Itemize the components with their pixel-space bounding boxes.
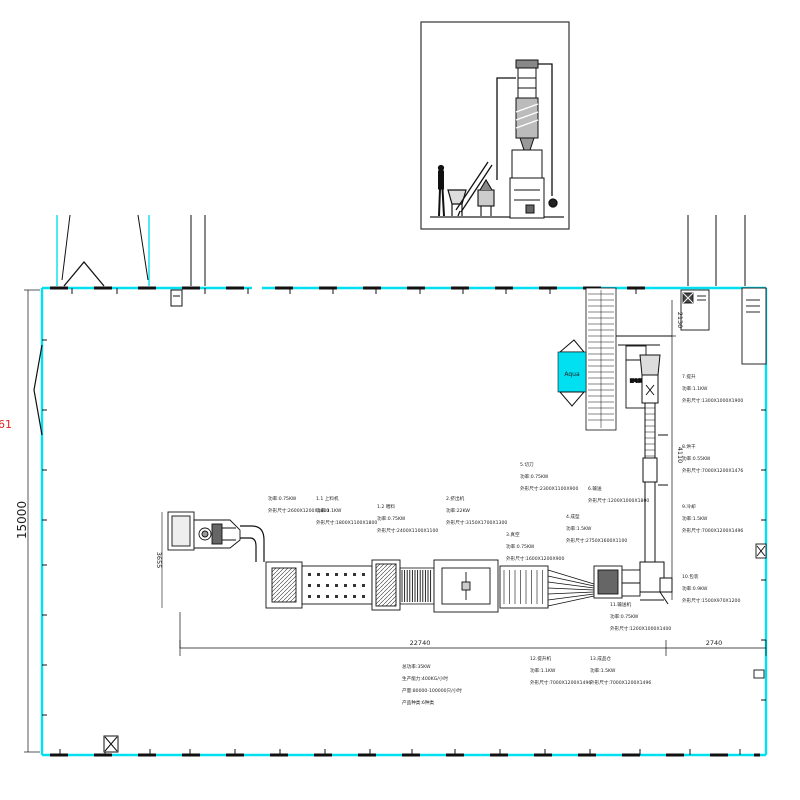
note-line: 7.提升 bbox=[682, 373, 696, 380]
note-line: 外形尺寸:1300X1000X1900 bbox=[682, 397, 743, 404]
note-line: 外形尺寸:3150X1700X1300 bbox=[446, 519, 507, 526]
bottom-left-box bbox=[103, 735, 119, 753]
note-line: 3.真空 bbox=[506, 531, 520, 538]
note-line: 11.输送机 bbox=[610, 601, 631, 608]
right-wall-items bbox=[753, 543, 767, 679]
note-line: 功率:1.1KW bbox=[530, 667, 556, 674]
dim-left-partial: 461 bbox=[0, 418, 12, 431]
note-line: 12.提升机 bbox=[530, 655, 551, 662]
note-line: 功率:0.9KW bbox=[682, 585, 708, 592]
note-line: 外形尺寸:1800X1100X1800 bbox=[316, 519, 377, 526]
feed-hopper bbox=[447, 189, 467, 216]
note-line: 外形尺寸:2750X1600X1100 bbox=[566, 537, 627, 544]
note-line: 1.2 喂料 bbox=[377, 503, 395, 510]
note-line: 1.1 上料机 bbox=[316, 495, 339, 502]
note-line: 功率:1.1KW bbox=[682, 385, 708, 392]
note-line: 产品种类:6种类 bbox=[402, 699, 434, 706]
extruder-dimension: 3655 bbox=[155, 512, 163, 608]
note-line: 外形尺寸:7000X1200X1496 bbox=[682, 527, 743, 534]
note-line: 外形尺寸:1600X1200X900 bbox=[506, 555, 564, 562]
wall-box-top bbox=[170, 289, 183, 307]
note-line: 功率:1.5KW bbox=[590, 667, 616, 674]
cooling-fins bbox=[399, 567, 435, 605]
note-line: 2.挤出机 bbox=[446, 495, 465, 502]
dim-right-top: 2130 bbox=[676, 312, 684, 329]
note-line: 外形尺寸:1200X1000X1400 bbox=[610, 625, 671, 632]
note-line: 总功率:35KW bbox=[402, 663, 431, 670]
note-line: 外形尺寸:2600X1200X1800 bbox=[268, 507, 329, 514]
upper-structure-lines bbox=[56, 214, 746, 287]
note-line: 功率:0.75KW bbox=[268, 495, 297, 502]
note-line: 外形尺寸:7000X1200X1476 bbox=[682, 467, 743, 474]
note-line: 6.输送 bbox=[588, 485, 602, 492]
note-line: 外形尺寸:7000X1200X1496 bbox=[590, 679, 651, 686]
note-line: 13.成品仓 bbox=[590, 655, 611, 662]
note-line: 5.切刀 bbox=[520, 461, 534, 468]
note-line: 外形尺寸:1200X1000X1800 bbox=[588, 497, 649, 504]
cyan-inlet: Aqua bbox=[557, 339, 587, 407]
note-line: 外形尺寸:7000X1200X1496 bbox=[530, 679, 591, 686]
note-line: 9.冷却 bbox=[682, 503, 696, 510]
note-line: 功率:0.55KW bbox=[682, 455, 711, 462]
note-line: 功率:1.5KW bbox=[682, 515, 708, 522]
top-right-equipment bbox=[680, 287, 767, 365]
note-line: 10.包装 bbox=[682, 573, 699, 580]
operator-figure bbox=[437, 164, 445, 217]
dim-left-height: 15000 bbox=[15, 501, 29, 539]
dimension-lines bbox=[24, 289, 767, 753]
extrusion-line bbox=[167, 511, 641, 613]
shaping-unit bbox=[499, 565, 595, 609]
hopper-unit bbox=[265, 559, 401, 611]
pneumatic-pipe bbox=[496, 63, 558, 208]
middle-unit bbox=[433, 559, 499, 613]
note-line: 功率:0.75KW bbox=[506, 543, 535, 550]
dim-bottom-main: 22740 bbox=[410, 639, 431, 647]
note-line: 生产能力:400KG/小时 bbox=[402, 675, 448, 682]
note-line: 8.烘干 bbox=[682, 443, 696, 450]
note-line: 外形尺寸:2400X1100X1100 bbox=[377, 527, 438, 534]
note-line: 功率:1.5KW bbox=[566, 525, 592, 532]
inlet-label: Aqua bbox=[564, 371, 580, 378]
small-mixer bbox=[477, 178, 495, 216]
note-line: 功率:1.1KW bbox=[316, 507, 342, 514]
note-line: 功率:0.75KW bbox=[610, 613, 639, 620]
left-wall-opening bbox=[33, 344, 43, 436]
inclined-conveyor bbox=[455, 161, 493, 217]
note-line: 外形尺寸:1500X970X1200 bbox=[682, 597, 740, 604]
elevation-inset bbox=[420, 21, 570, 230]
output-unit bbox=[593, 565, 641, 599]
note-line: 功率:0.75KW bbox=[377, 515, 406, 522]
dim-right-vertical: 4110 bbox=[676, 447, 684, 464]
feeder-head bbox=[167, 511, 241, 551]
vertical-conveyor bbox=[616, 335, 673, 605]
note-line: 功率:0.75KW bbox=[520, 473, 549, 480]
note-line: 外形尺寸:2300X1100X900 bbox=[520, 485, 578, 492]
note-line: 4.成型 bbox=[566, 513, 580, 520]
extruder-dim-text: 3655 bbox=[155, 552, 163, 569]
drying-tower bbox=[509, 59, 545, 219]
svg-text:配电柜: 配电柜 bbox=[630, 377, 642, 383]
note-line: 产量:80000-100000只/小时 bbox=[402, 687, 462, 694]
stair-section bbox=[585, 287, 617, 431]
note-line: 功率:22KW bbox=[446, 507, 470, 514]
dim-bottom-right: 2740 bbox=[706, 639, 723, 647]
